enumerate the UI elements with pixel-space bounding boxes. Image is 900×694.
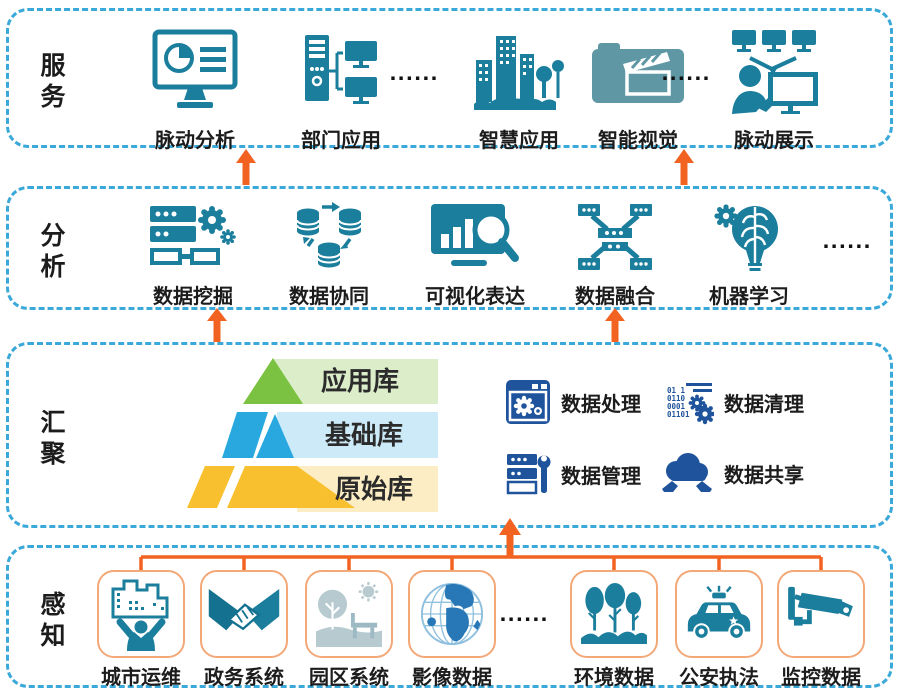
trees-icon xyxy=(581,582,647,645)
server-wrench-icon xyxy=(506,454,551,495)
perception-label: 影像数据 xyxy=(412,665,492,689)
ellipsis-service-2: ...... xyxy=(661,63,711,85)
band-aggregation: 汇聚 xyxy=(6,342,893,528)
band-analysis: 分析 xyxy=(6,186,893,310)
ellipsis-service-1: ...... xyxy=(389,63,439,85)
band-aggregation-label: 汇聚 xyxy=(40,408,66,468)
item-smart-vision: 智能视觉 xyxy=(590,27,686,153)
server-monitors-icon xyxy=(299,27,383,115)
item-data-collaboration: 数据协同 xyxy=(289,202,369,309)
ellipsis-perception: ...... xyxy=(499,604,549,626)
item-label: 脉动展示 xyxy=(734,128,814,152)
up-arrow xyxy=(236,149,256,185)
item-smart-apps: 智慧应用 xyxy=(472,27,566,153)
item-label: 数据协同 xyxy=(289,284,369,308)
item-department-apps: 部门应用 xyxy=(299,27,383,153)
up-arrow xyxy=(207,308,227,342)
perception-box-surveillance-data xyxy=(777,570,865,658)
perception-label: 园区系统 xyxy=(309,665,389,689)
band-perception-label: 感知 xyxy=(40,590,66,650)
police-car-icon xyxy=(687,585,751,640)
perception-label: 公安执法 xyxy=(679,665,759,689)
band-service-label: 服务 xyxy=(40,51,66,111)
city-person-icon xyxy=(111,579,169,651)
handshake-icon xyxy=(206,585,282,633)
perception-box-park-system xyxy=(305,570,393,658)
perception-connector xyxy=(139,518,823,570)
item-label: 部门应用 xyxy=(301,128,381,152)
perception-box-environment-data xyxy=(570,570,658,658)
item-visualization: 可视化表达 xyxy=(425,203,525,309)
monitor-piechart-icon xyxy=(151,27,239,115)
item-label: 数据挖掘 xyxy=(153,284,233,308)
cloud-hands-icon xyxy=(662,453,712,492)
item-label: 机器学习 xyxy=(709,284,789,308)
svg-text:01 1: 01 1 xyxy=(667,386,686,395)
chart-magnifier-icon xyxy=(429,203,521,271)
svg-text:0110: 0110 xyxy=(667,394,686,403)
up-arrow xyxy=(605,308,625,342)
window-gears-icon xyxy=(506,380,550,424)
tool-data-management: 数据管理 xyxy=(505,451,641,497)
item-data-fusion: 数据融合 xyxy=(575,203,655,309)
perception-box-police-enforcement xyxy=(675,570,763,658)
perception-label: 政务系统 xyxy=(204,665,284,689)
smart-city-buildings-icon xyxy=(472,27,566,115)
item-label: 数据融合 xyxy=(575,284,655,308)
cctv-camera-icon xyxy=(788,586,853,626)
up-arrow xyxy=(674,149,694,185)
vision-folder-icon xyxy=(590,27,686,115)
perception-box-gov-system xyxy=(200,570,288,658)
item-label: 智慧应用 xyxy=(479,128,559,152)
item-label: 智能视觉 xyxy=(598,128,678,152)
park-icon xyxy=(316,581,382,647)
tool-label: 数据处理 xyxy=(561,391,641,416)
presenter-screens-icon xyxy=(728,27,820,115)
item-machine-learning: 机器学习 xyxy=(709,203,789,309)
item-data-mining: 数据挖掘 xyxy=(148,203,238,309)
data-fusion-icon xyxy=(576,203,654,271)
item-label: 可视化表达 xyxy=(425,284,525,308)
tool-label: 数据清理 xyxy=(724,391,804,416)
tool-data-processing: 数据处理 xyxy=(505,379,641,425)
item-pulse-display: 脉动展示 xyxy=(728,27,820,153)
perception-box-city-ops xyxy=(97,570,185,658)
server-gears-icon xyxy=(148,203,238,271)
pyramid-tier-label: 原始库 xyxy=(335,475,413,505)
pyramid-tier-label: 基础库 xyxy=(325,421,403,451)
svg-text:01101: 01101 xyxy=(667,410,690,419)
perception-box-imagery-data xyxy=(408,570,496,658)
perception-label: 城市运维 xyxy=(101,665,181,689)
band-service: 服务 脉动分析 xyxy=(6,8,893,152)
perception-label: 监控数据 xyxy=(781,665,861,689)
globe-icon xyxy=(420,582,484,646)
item-label: 脉动分析 xyxy=(155,128,235,152)
band-analysis-label: 分析 xyxy=(40,221,66,281)
database-sync-icon xyxy=(292,202,366,271)
tool-label: 数据管理 xyxy=(561,463,641,488)
data-pyramid: 应用库 基础库 原始库 xyxy=(187,358,438,512)
brain-gear-icon xyxy=(710,203,788,271)
pyramid-tier-label: 应用库 xyxy=(321,366,399,397)
tool-data-sharing: 数据共享 xyxy=(660,451,804,495)
svg-text:0001: 0001 xyxy=(667,402,686,411)
perception-label: 环境数据 xyxy=(574,665,654,689)
tool-label: 数据共享 xyxy=(724,462,804,487)
item-pulse-analysis: 脉动分析 xyxy=(151,27,239,153)
ellipsis-analysis: ...... xyxy=(822,231,872,253)
